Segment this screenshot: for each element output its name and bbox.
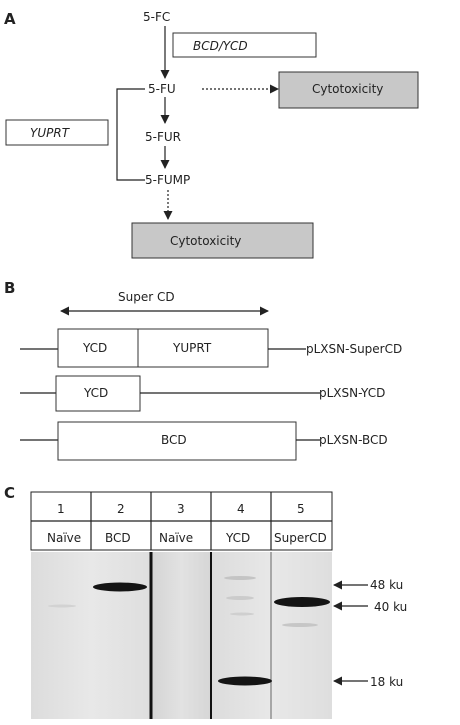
marker-label-48: 48 ku [370, 578, 403, 592]
faint-band [282, 623, 318, 627]
panel-c: C 1 2 3 4 5 Naïve BCD Naïve YCD SuperCD [4, 484, 407, 719]
lane-2-number: 2 [117, 502, 125, 516]
construct3-segment-bcd [57, 421, 297, 461]
supercd-span-label: Super CD [118, 290, 175, 304]
node-5fump: 5-FUMP [145, 173, 190, 187]
construct1-segment-ycd-label: YCD [82, 341, 107, 355]
faint-band [230, 612, 254, 616]
gel-panel-3 [212, 552, 332, 719]
faint-band [226, 596, 254, 600]
panel-a-label: A [4, 10, 16, 28]
construct3-segment-bcd-label: BCD [161, 433, 187, 447]
lane-4-number: 4 [237, 502, 245, 516]
lane-3-number: 3 [177, 502, 185, 516]
enzyme-box-yuprt [5, 119, 109, 146]
faint-band [48, 604, 76, 608]
panel-c-label: C [4, 484, 15, 502]
construct2-name: pLXSN-YCD [319, 386, 385, 400]
construct3-name: pLXSN-BCD [319, 433, 388, 447]
construct1-segment-ycd [57, 328, 139, 368]
lane-5-name: SuperCD [274, 531, 327, 545]
enzyme-box-bcd-ycd [172, 32, 317, 58]
node-5fu: 5-FU [148, 82, 176, 96]
cytotoxicity-label-2: Cytotoxicity [170, 234, 241, 248]
node-5fur: 5-FUR [145, 130, 181, 144]
marker-label-18: 18 ku [370, 675, 403, 689]
construct1-segment-yuprt-label: YUPRT [172, 341, 212, 355]
cytotoxicity-box-1 [278, 71, 419, 109]
lane-1-name: Naïve [47, 531, 81, 545]
band-lane-2-bcd [93, 582, 147, 592]
gel-panel-2 [151, 552, 211, 719]
lane-1-number: 1 [57, 502, 65, 516]
panel-b-label: B [4, 279, 15, 297]
construct1-segment-yuprt [137, 328, 269, 368]
lane-2-name: BCD [105, 531, 131, 545]
faint-band [224, 576, 256, 580]
cytotoxicity-label-1: Cytotoxicity [312, 82, 383, 96]
construct2-segment-ycd-label: YCD [83, 386, 108, 400]
lane-4-name: YCD [225, 531, 250, 545]
band-lane-4-ycd [218, 676, 272, 686]
panel-b: B Super CD YCD YUPRT pLXSN-SuperCD YCD p… [4, 279, 402, 461]
band-lane-5-supercd [274, 597, 330, 607]
node-5fc: 5-FC [143, 10, 170, 24]
construct1-name: pLXSN-SuperCD [306, 342, 402, 356]
bracket-yuprt [116, 88, 145, 181]
panel-a: A 5-FC BCD/YCD 5-FU Cytotoxicity 5-FUR 5… [4, 10, 419, 259]
lane-3-name: Naïve [159, 531, 193, 545]
enzyme-label-yuprt: YUPRT [30, 126, 71, 140]
cytotoxicity-box-2 [131, 222, 314, 259]
enzyme-label-bcd-ycd: BCD/YCD [193, 39, 248, 53]
marker-label-40: 40 ku [374, 600, 407, 614]
lane-5-number: 5 [297, 502, 305, 516]
gel-panel-1 [31, 552, 151, 719]
